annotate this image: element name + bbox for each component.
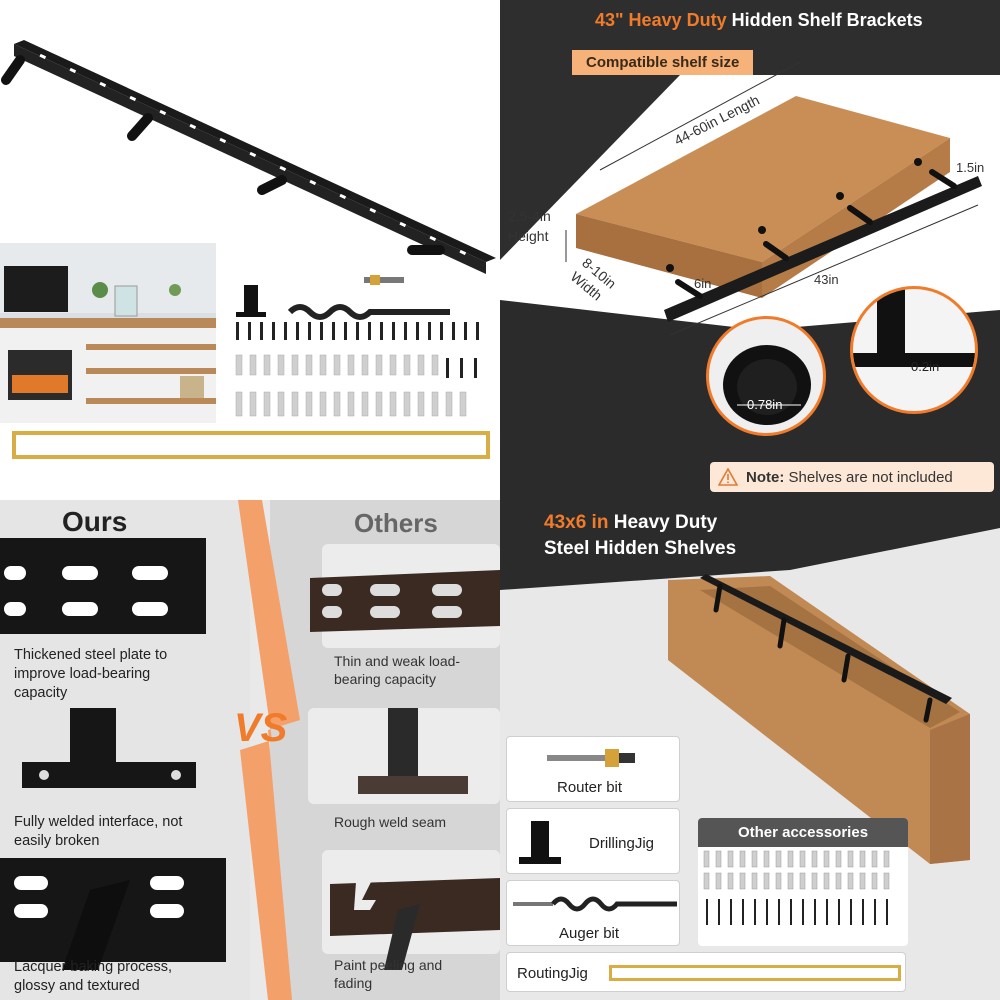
router-bit-icon	[547, 749, 635, 767]
title-accent: 43x6 in	[544, 512, 609, 533]
room-scene-photo	[0, 243, 216, 423]
note-text: Shelves are not included	[788, 468, 953, 486]
title-rest: Hidden Shelf Brackets	[731, 10, 923, 30]
comparison-background	[0, 500, 500, 1000]
dim-43in: 43in	[814, 272, 839, 287]
title-accent: 43" Heavy Duty	[595, 10, 727, 30]
ours-item-2: Fully welded interface, not easily broke…	[14, 814, 183, 849]
drilling-jig-icon	[519, 821, 561, 864]
accessories-background	[500, 500, 1000, 864]
height-label: 2.5-4in Height	[508, 206, 551, 246]
other-accessories-card: Other accessories	[698, 818, 908, 946]
dim-1-5in: 1.5in	[956, 160, 985, 175]
others-item-2: Rough weld seam	[334, 814, 447, 830]
auger-bit-icon	[513, 896, 677, 912]
warning-icon	[717, 467, 739, 486]
routing-jig-label: RoutingJig	[517, 965, 588, 982]
screws-anchors-icon	[703, 850, 890, 925]
height-line-1: 2.5-4in	[508, 208, 551, 224]
dimensions-title: 43" Heavy Duty Hidden Shelf Brackets	[595, 10, 923, 31]
auger-bit-card: Auger bit	[506, 880, 680, 946]
bracket-bar-illustration	[1, 40, 496, 274]
anchors-illustration	[235, 354, 467, 417]
drilling-jig-card: DrillingJig	[506, 808, 680, 874]
height-line-2: Height	[508, 228, 549, 244]
screws-illustration	[236, 322, 479, 340]
other-accessories-label: Other accessories	[698, 818, 908, 847]
tube-diameter-zoom: 0.78in	[706, 316, 826, 436]
others-item-1: Thin and weak load-bearing capacity	[334, 653, 461, 687]
accessories-title: 43x6 in Heavy Duty Steel Hidden Shelves	[544, 510, 736, 562]
product-overview-illustration	[0, 40, 496, 459]
routing-jig-illustration	[12, 431, 490, 459]
tube-end-illustration	[723, 345, 811, 425]
vs-label: VS	[234, 706, 288, 750]
drilling-jig-label: DrillingJig	[589, 835, 655, 852]
dim-6in: 6in	[694, 276, 712, 291]
router-bit-card: Router bit	[506, 736, 680, 802]
others-item-3: Paint peeling and fading	[334, 957, 443, 991]
plate-thickness-zoom: 0.2in	[850, 286, 978, 414]
title-rest-1: Heavy Duty	[613, 512, 718, 533]
auger-bit-label: Auger bit	[559, 925, 620, 942]
others-heading: Others	[354, 508, 438, 538]
accessories-panel: 43x6 in Heavy Duty Steel Hidden Shelves …	[500, 500, 1000, 1000]
dim-0-78in: 0.78in	[747, 397, 783, 412]
plate-illustration	[853, 289, 975, 367]
note-label: Note:	[746, 468, 785, 486]
ours-heading: Ours	[62, 506, 128, 537]
dim-0-2in: 0.2in	[911, 359, 940, 374]
routing-jig-icon	[609, 965, 901, 981]
dimensions-panel: 43" Heavy Duty Hidden Shelf Brackets Com…	[500, 0, 1000, 500]
ours-item-1: Thickened steel plate to improve load-be…	[14, 647, 168, 701]
routing-jig-card: RoutingJig	[506, 952, 906, 992]
note-box: Note: Shelves are not included	[710, 462, 994, 492]
title-rest-2: Steel Hidden Shelves	[544, 538, 737, 559]
comparison-panel: Ours Others VS Thickened steel plate to …	[0, 500, 500, 1000]
product-overview-panel	[0, 0, 500, 500]
compatible-size-ribbon: Compatible shelf size	[572, 50, 754, 75]
accessories-illustration	[236, 275, 450, 320]
router-bit-label: Router bit	[557, 779, 623, 796]
ours-item-3: Lacquer baking process, glossy and textu…	[14, 959, 172, 994]
